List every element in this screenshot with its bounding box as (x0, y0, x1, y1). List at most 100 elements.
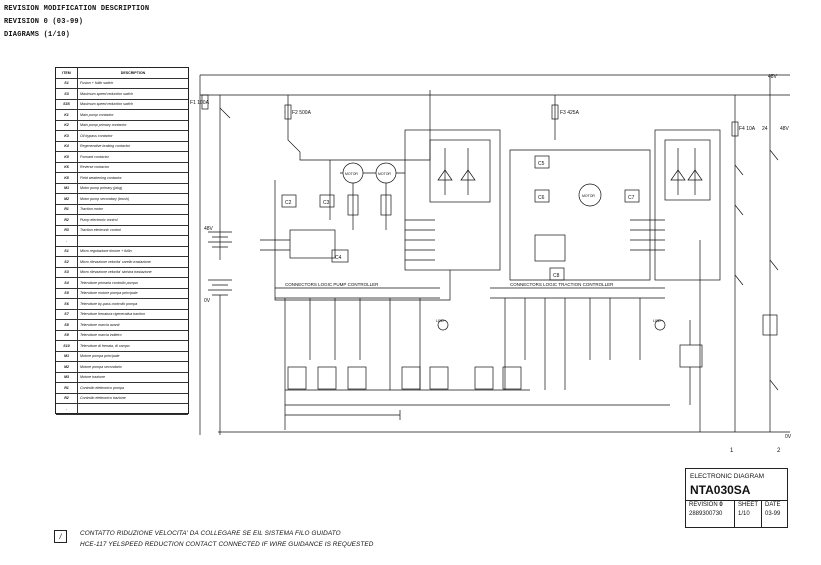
legend-item-description: Main pump primary contactor (77, 120, 188, 131)
legend-item-description (77, 235, 188, 247)
legend-item-description: Controllo elettronico pompa (77, 382, 188, 394)
legend-item-description: Micro rilevazione velocita' carello tras… (77, 256, 188, 268)
legend-item-code: S3 (56, 267, 78, 278)
legend-item-code: S3S (56, 99, 78, 110)
title-block-sheet-label: SHEET (738, 502, 759, 508)
legend-item-code: S1 (56, 78, 78, 89)
header-revision-title: REVISION MODIFICATION DESCRIPTION (4, 5, 150, 13)
legend-item-description: Telerutture primaria controllo pompa (77, 277, 188, 289)
legend-item-description: Field weakening contactor (77, 172, 188, 184)
traction-controller-label: CONNECTORS LOGIC TRACTION CONTROLLER (510, 282, 614, 287)
legend-item-description: Motore pompa principale (77, 351, 188, 362)
legend-item-code: K3 (56, 130, 78, 142)
legend-item-code: K4 (56, 141, 78, 152)
legend-item-description: Motore pompa secondario (77, 361, 188, 373)
legend-item-code: M3 (56, 372, 78, 383)
capacitor-c8: C8 (553, 273, 560, 279)
legend-item-code: S5 (56, 288, 78, 299)
legend-item-description: Micro rilevazione velocita' sinistra tra… (77, 267, 188, 278)
title-block-code: NTA030SA (690, 483, 751, 497)
legend-item-code: R3 (56, 225, 78, 236)
pump-motor-2-label: MOTOR (378, 172, 391, 176)
legend-item-code: M2 (56, 193, 78, 205)
capacitor-c4: C4 (335, 255, 342, 261)
title-block-heading: ELECTRONIC DIAGRAM (690, 473, 765, 480)
legend-col-description: DESCRIPTION (77, 68, 188, 79)
capacitor-c5: C5 (538, 161, 545, 167)
legend-item-description: Telerutture di frenata, di campo (77, 340, 188, 352)
legend-item-description: Pump electronic control (77, 214, 188, 226)
title-block: ELECTRONIC DIAGRAM NTA030SA REVISION 0 S… (685, 468, 788, 528)
legend-item-description: Motor pump secondary (brush) (77, 193, 188, 205)
legend-row: . (56, 235, 188, 247)
capacitor-c2: C2 (285, 200, 292, 206)
footnote-marker: / (54, 530, 67, 543)
column-label-2: 2 (777, 448, 781, 454)
legend-item-code: S3 (56, 88, 78, 100)
bus-voltage-top: 48V (768, 74, 778, 80)
legend-item-description: Reverse contactor (77, 162, 188, 173)
legend-row: . (56, 403, 188, 415)
column-label-1: 1 (730, 448, 734, 454)
legend-item-code: S9 (56, 330, 78, 341)
legend-item-code: S4 (56, 277, 78, 289)
legend-item-code: S7 (56, 309, 78, 320)
pump-controller-label: CONNECTORS LOGIC PUMP CONTROLLER (285, 282, 379, 287)
legend-item-description: Traction motor (77, 204, 188, 215)
traction-motor-label: MOTOR (582, 194, 595, 198)
battery-voltage-0: 0V (204, 298, 211, 304)
legend-item-code: S2 (56, 256, 78, 268)
fuse-main-label: F1 100A (190, 100, 210, 106)
legend-item-description: Fusion + fullin switch (77, 78, 188, 89)
legend-item-code: K6 (56, 162, 78, 173)
footnote-italian: CONTATTO RIDUZIONE VELOCITA' DA COLLEGAR… (80, 530, 341, 537)
legend-item-description: Oil bypass contactor (77, 130, 188, 142)
capacitor-c6: C6 (538, 195, 545, 201)
capacitor-c3: C3 (323, 200, 330, 206)
legend-item-code: M1 (56, 183, 78, 194)
revision-label: REVISION (689, 502, 718, 508)
legend-item-code: M1 (56, 351, 78, 362)
legend-item-description: Regenerative braking contactor (77, 141, 188, 152)
fuse-traction-label: F3 425A (560, 110, 580, 116)
revision-value: 0 (719, 502, 723, 508)
legend-item-description: Maximum speed reduction switch (77, 99, 188, 110)
header-diagrams-page: DIAGRAMS (1/10) (4, 31, 71, 39)
title-block-sheet-value: 1/10 (738, 511, 750, 517)
legend-item-description: Main pump contactor (77, 109, 188, 121)
legend-item-description: Micro regolazione timone + fullin (77, 246, 188, 257)
title-block-divider (686, 500, 787, 501)
legend-item-code: S10 (56, 340, 78, 352)
right-label-0v: 0V (785, 434, 792, 440)
capacitor-c7: C7 (628, 195, 635, 201)
legend-item-description: Telerutture by-pass controllo pompa (77, 298, 188, 310)
legend-item-description: Controllo elettronico trazione (77, 393, 188, 404)
header-revision-number: REVISION 0 (03-99) (4, 18, 84, 26)
legend-item-code: K8 (56, 172, 78, 184)
legend-item-code: M2 (56, 361, 78, 373)
legend-col-item: ITEM (56, 68, 78, 79)
electrical-diagram: 48V 0V 48V F2 500A F3 425A F4 10A F1 100… (190, 74, 792, 454)
legend-item-description: Traction electronic control (77, 225, 188, 236)
legend-item-description: Telerutture marcia avanti (77, 319, 188, 331)
footnote-english: HCE-117 YELSPEED REDUCTION CONTACT CONNE… (80, 541, 374, 548)
